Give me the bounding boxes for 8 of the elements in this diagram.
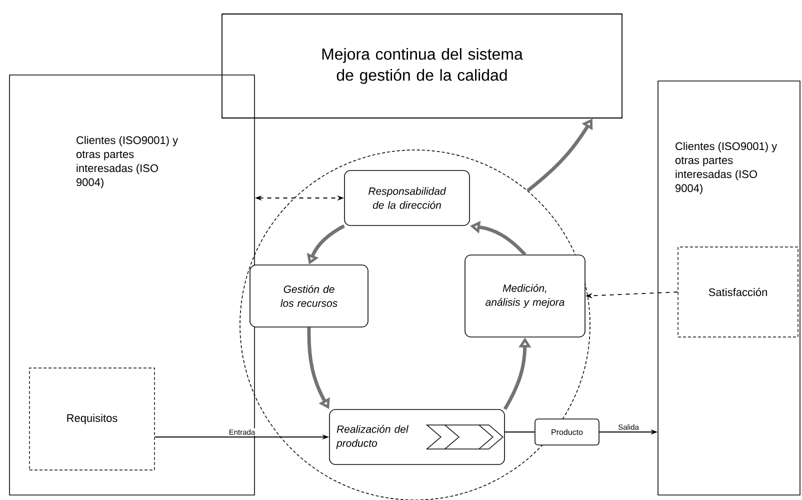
process-box: Responsabilidad de la dirección: [344, 170, 470, 226]
output-box: Producto: [534, 418, 600, 446]
title-box: Mejora continua del sistema de gestión de la calidad: [222, 14, 622, 118]
process-box: Requisitos: [29, 368, 155, 470]
process-box: Satisfacción: [678, 246, 798, 338]
process-box: Gestión de los recursos: [250, 264, 368, 328]
process-box: Realización del producto: [329, 409, 505, 465]
process-box: Medición, análisis y mejora: [464, 254, 586, 338]
